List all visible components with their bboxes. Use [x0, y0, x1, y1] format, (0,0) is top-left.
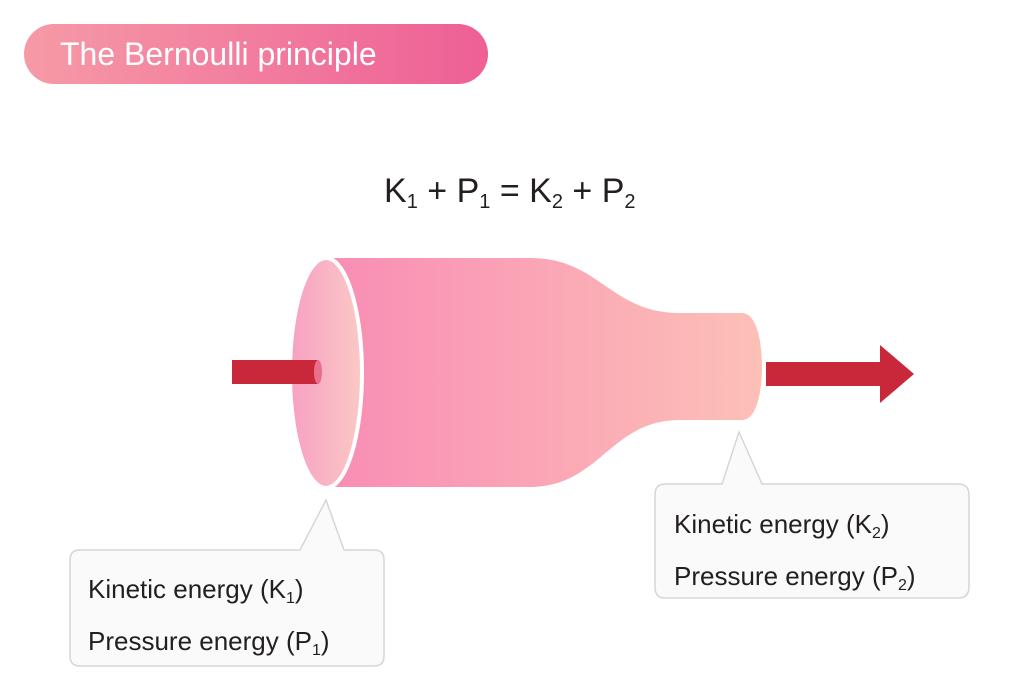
outlet-kinetic-close: ): [880, 509, 890, 539]
equation-p1: P: [456, 172, 480, 210]
inlet-arrow-tip: [314, 360, 322, 384]
equation-equals: =: [490, 172, 530, 210]
outlet-pressure-label: Pressure energy (P: [674, 561, 898, 591]
outlet-pressure-subscript: 2: [897, 577, 907, 594]
outlet-pressure-energy: Pressure energy (P2): [674, 555, 916, 607]
inlet-kinetic-label: Kinetic energy (K: [88, 574, 286, 604]
inlet-kinetic-subscript: 1: [285, 590, 295, 607]
inlet-callout-bubble: [69, 498, 385, 667]
inlet-pressure-label: Pressure energy (P: [88, 626, 312, 656]
outlet-kinetic-energy: Kinetic energy (K2): [674, 503, 916, 555]
inlet-pressure-energy: Pressure energy (P1): [88, 620, 330, 672]
equation-p1-subscript: 1: [479, 191, 491, 213]
outlet-flow-arrow: [766, 345, 914, 403]
inlet-flow-arrow: [232, 360, 318, 384]
inlet-kinetic-energy: Kinetic energy (K1): [88, 568, 330, 620]
outlet-kinetic-subscript: 2: [871, 525, 881, 542]
equation-plus-2: +: [562, 172, 602, 210]
equation-k1: K: [384, 172, 407, 210]
page-title: The Bernoulli principle: [24, 24, 488, 84]
outlet-pressure-close: ): [906, 561, 916, 591]
equation-plus-1: +: [417, 172, 457, 210]
equation-k2-subscript: 2: [551, 191, 563, 213]
inlet-pressure-subscript: 1: [311, 642, 321, 659]
outlet-callout-text: Kinetic energy (K2) Pressure energy (P2): [674, 503, 916, 607]
equation-p2-subscript: 2: [624, 191, 636, 213]
inlet-kinetic-close: ): [294, 574, 304, 604]
inlet-callout-text: Kinetic energy (K1) Pressure energy (P1): [88, 568, 330, 672]
equation-k1-subscript: 1: [406, 191, 418, 213]
outlet-kinetic-label: Kinetic energy (K: [674, 509, 872, 539]
bernoulli-equation: K1 + P1 = K2 + P2: [384, 172, 636, 214]
equation-p2: P: [601, 172, 625, 210]
pipe-body: [330, 258, 762, 487]
outlet-callout-bubble: [654, 429, 970, 599]
equation-k2: K: [529, 172, 552, 210]
inlet-pressure-close: ): [320, 626, 330, 656]
